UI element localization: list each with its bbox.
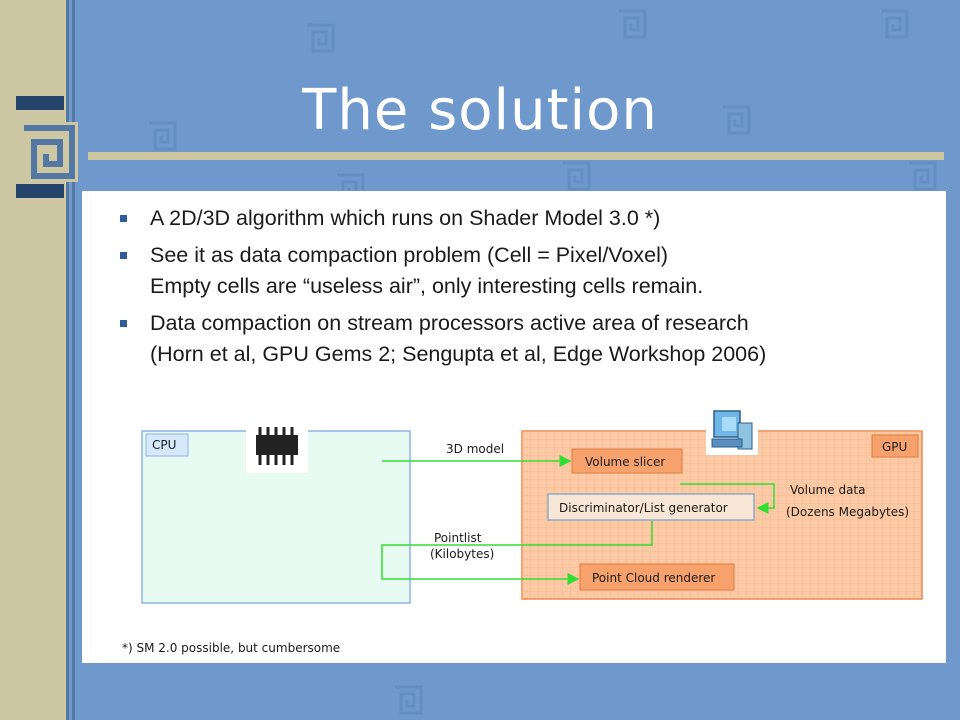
greek-key-icon [619,9,647,39]
point-cloud-label: Point Cloud renderer [592,571,715,585]
gpu-label: GPU [882,440,907,454]
cpu-label: CPU [152,438,176,452]
bullet-line: See it as data compaction problem (Cell … [150,243,669,267]
volume-data-arrow [680,483,775,514]
left-strip [0,0,66,720]
greek-key-icon [18,122,78,182]
greek-key-icon [307,23,335,53]
left-strip-line [66,0,69,720]
greek-key-icon [881,9,909,39]
bullet-marker [120,215,127,222]
footnote: *) SM 2.0 possible, but cumbersome [122,641,341,655]
bullet-item: A 2D/3D algorithm which runs on Shader M… [112,203,932,234]
bullet-line: Data compaction on stream processors act… [150,311,749,335]
greek-key-icon [723,105,751,135]
pointlist-size-label: (Kilobytes) [430,547,494,561]
greek-key-icon [909,161,937,191]
pointlist-arrow [381,521,653,585]
greek-key-icon [149,121,177,151]
bullet-item: Data compaction on stream processors act… [112,308,932,370]
pointlist-label: Pointlist [434,531,482,545]
bullet-marker [120,252,127,259]
bullet-line: (Horn et al, GPU Gems 2; Sengupta et al,… [150,342,767,366]
computer-icon [706,405,758,455]
content-panel: A 2D/3D algorithm which runs on Shader M… [82,191,946,663]
bullet-marker [120,320,127,327]
greek-key-icon [395,685,423,715]
volume-slicer-box [571,448,683,474]
slide-title: The solution [302,78,658,143]
pipeline-diagram: CPU GPU Vol [141,405,923,604]
gpu-label-box [871,434,919,458]
left-bar [16,96,64,110]
cpu-chip-icon [246,423,308,473]
left-bar [16,184,64,198]
bullet-line: Empty cells are “useless air”, only inte… [150,274,704,298]
left-strip-line [72,0,75,720]
cpu-label-box [145,433,189,457]
volume-data-label: Volume data [790,483,865,497]
volume-size-label: (Dozens Megabytes) [786,505,909,519]
bullet-list: A 2D/3D algorithm which runs on Shader M… [112,203,932,376]
discriminator-label: Discriminator/List generator [559,501,728,515]
bullet-item: See it as data compaction problem (Cell … [112,240,932,302]
volume-slicer-label: Volume slicer [585,455,665,469]
bullet-line: A 2D/3D algorithm which runs on Shader M… [150,206,661,230]
title-underline [88,152,944,160]
model-label: 3D model [446,442,504,456]
point-cloud-box [579,563,735,591]
discriminator-box [547,493,755,521]
greek-key-icon [563,161,591,191]
